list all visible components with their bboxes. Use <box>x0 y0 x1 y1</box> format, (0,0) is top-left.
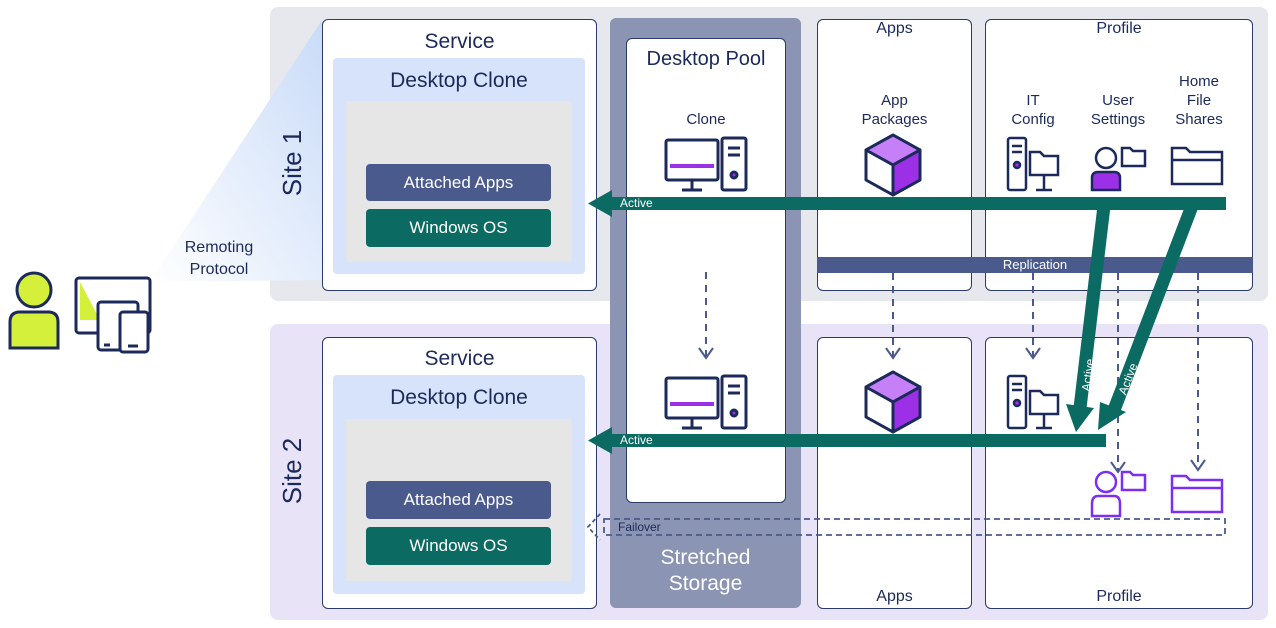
home-folder-icon-bottom <box>1170 474 1224 514</box>
site2-active-label: Active <box>620 433 653 447</box>
apps-replication-arrow <box>885 273 901 360</box>
replication-bar <box>817 257 1253 273</box>
app-packages-label-line2: Packages <box>861 111 928 128</box>
user-settings-icon-top <box>1090 146 1147 192</box>
desktop-pool-clone-label: Clone <box>686 111 726 128</box>
site1-profile-title: Profile <box>1096 20 1142 37</box>
site2-service-title: Service <box>424 347 495 370</box>
pool-dashed-arrow <box>698 272 714 360</box>
site2-windows-os: Windows OS <box>366 527 551 565</box>
it-config-replication-arrow <box>1025 273 1041 360</box>
home-file-shares-label-line2: File <box>1186 92 1212 109</box>
site1-windows-os: Windows OS <box>366 209 551 247</box>
site1-active-label: Active <box>620 196 653 210</box>
site1-service-title: Service <box>424 30 495 53</box>
desktop-pc-icon-bottom <box>664 374 748 430</box>
site2-active-arrow <box>588 427 1106 454</box>
home-file-shares-label-line3: Shares <box>1175 111 1223 128</box>
app-package-cube-icon-bottom <box>864 370 922 434</box>
remoting-protocol-line1: Remoting <box>184 239 254 256</box>
site1-desktop-clone-title: Desktop Clone <box>390 69 528 92</box>
user-settings-icon-bottom <box>1090 470 1147 518</box>
it-config-label-line2: Config <box>1011 111 1055 128</box>
it-config-icon-bottom <box>1006 374 1060 430</box>
site2-desktop-clone-title: Desktop Clone <box>390 386 528 409</box>
user-settings-label-line2: Settings <box>1090 111 1146 128</box>
desktop-pool-title: Desktop Pool <box>646 48 766 70</box>
desktop-pool-card <box>626 38 786 503</box>
replication-label: Replication <box>1002 257 1068 272</box>
site2-attached-apps: Attached Apps <box>366 481 551 519</box>
user-icon <box>8 271 60 350</box>
user-settings-label-line1: User <box>1102 92 1134 109</box>
home-folder-replication-arrow <box>1190 273 1206 472</box>
home-folder-icon-top <box>1170 146 1224 186</box>
it-config-label-line1: IT <box>1026 92 1040 109</box>
site2-profile-title: Profile <box>1096 588 1142 605</box>
diagonal-active-arrow-1 <box>1066 205 1111 432</box>
user-settings-replication-arrow <box>1110 273 1126 474</box>
desktop-pc-icon-top <box>664 136 748 192</box>
app-packages-label-line1: App <box>881 92 908 109</box>
site1-active-arrow <box>588 190 1226 217</box>
failover-arrow <box>586 513 1226 541</box>
site1-apps-title: Apps <box>876 20 913 37</box>
app-package-cube-icon-top <box>864 133 922 197</box>
stretched-storage-line2: Storage <box>668 572 743 595</box>
home-file-shares-label-line1: Home <box>1178 73 1219 90</box>
it-config-icon-top <box>1006 136 1060 192</box>
diagonal-active-arrow-2 <box>1098 203 1199 430</box>
remoting-protocol-line2: Protocol <box>189 261 249 278</box>
stretched-storage-line1: Stretched <box>660 546 751 569</box>
site2-apps-title: Apps <box>876 588 913 605</box>
devices-icon <box>74 276 152 354</box>
site1-attached-apps: Attached Apps <box>366 164 551 201</box>
failover-label: Failover <box>618 520 661 534</box>
